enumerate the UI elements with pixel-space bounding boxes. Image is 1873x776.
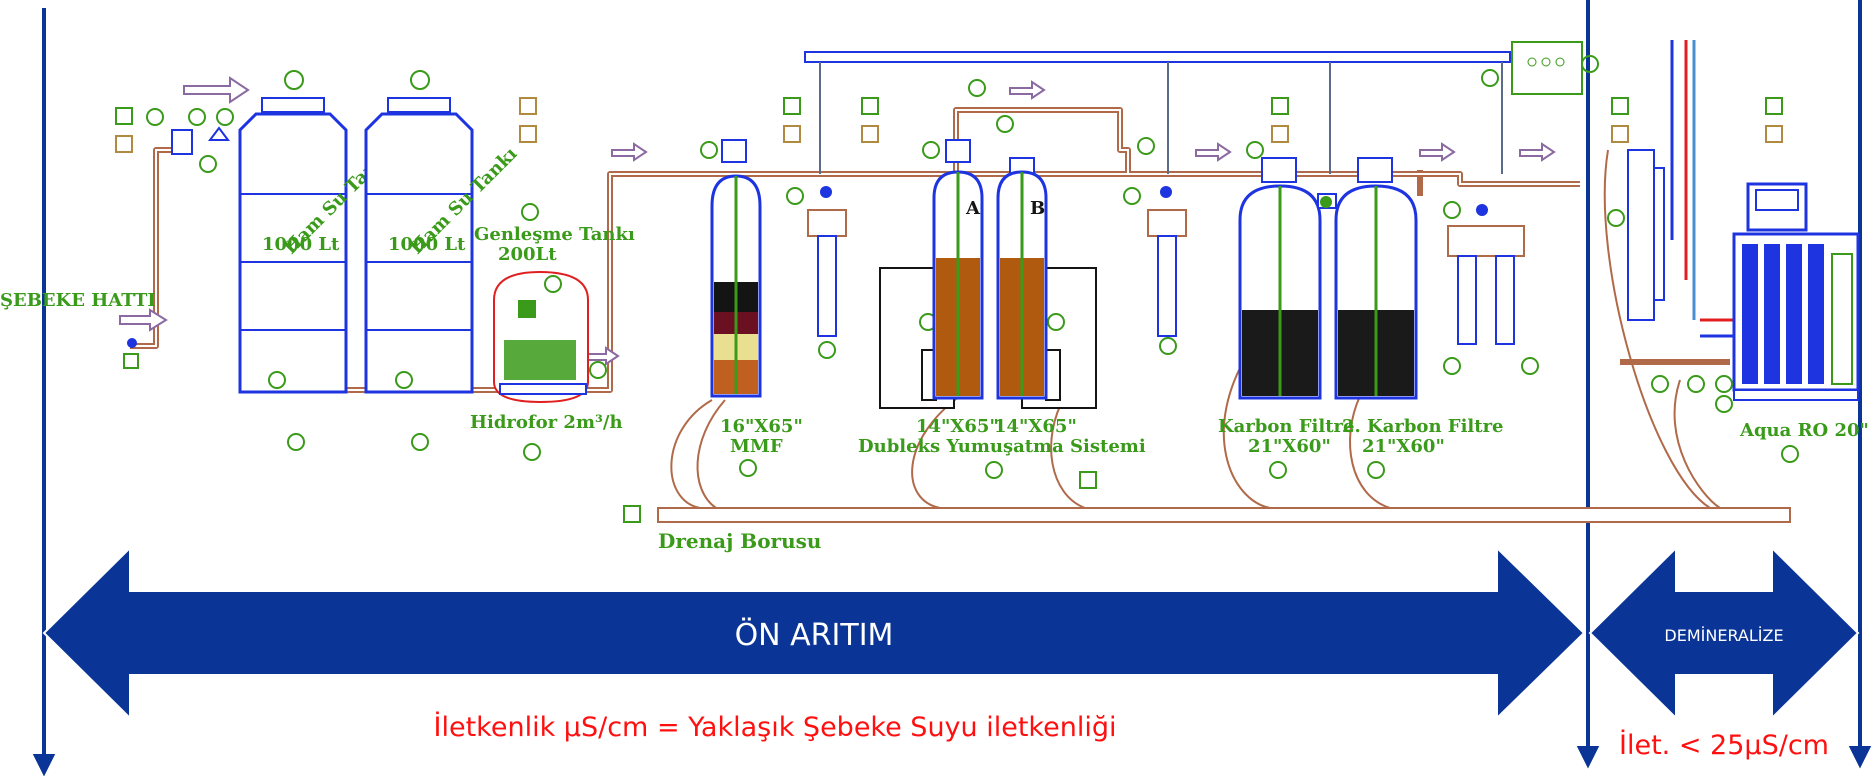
carbon-filter-1: Karbon Filtre 21"X60" — [1218, 97, 1354, 479]
cartridge-filter-1 — [783, 97, 879, 359]
duplex-softener: A B 14"X65" 14"X65" Dubleks Yumuşatma Si… — [858, 79, 1146, 489]
cartridge-filter-2 — [1123, 137, 1187, 355]
ro-unit: Aqua RO 20" — [1607, 40, 1869, 463]
tank-1-volume: 1000 Lt — [262, 234, 340, 255]
carbon-filter-2-label: 2. Karbon Filtre — [1342, 416, 1504, 437]
pretreatment-conductivity-note: İletkenlik µS/cm = Yaklaşık Şebeke Suyu … — [434, 711, 1117, 743]
control-panel — [1481, 41, 1599, 95]
column-a-label: A — [965, 198, 981, 219]
pretreatment-banner: ÖN ARITIM — [42, 545, 1586, 721]
mmf-name-label: MMF — [730, 436, 783, 457]
section-boundaries — [32, 0, 1872, 776]
incoming-line: ŞEBEKE HATTI — [0, 107, 234, 369]
softener-size-b: 14"X65" — [994, 416, 1077, 437]
tank-2-volume: 1000 Lt — [388, 234, 466, 255]
softener-size-a: 14"X65" — [916, 416, 999, 437]
pretreatment-label: ÖN ARITIM — [735, 617, 894, 653]
mmf-filter: 16"X65" MMF — [589, 139, 803, 477]
hydrofor-unit: Genleşme Tankı 200Lt Hidrofor 2m³/h — [470, 97, 635, 461]
expansion-tank-volume: 200Lt — [498, 244, 557, 265]
sebeke-hatti-label: ŞEBEKE HATTI — [0, 290, 156, 311]
hydrofor-label: Hidrofor 2m³/h — [470, 412, 623, 433]
drain-pipe: Drenaj Borusu — [623, 149, 1791, 553]
carbon-filter-1-label: Karbon Filtre — [1218, 416, 1354, 437]
raw-water-tank-1: Ham Su Tankı 1000 Lt — [238, 70, 396, 451]
carbon-filter-2: 2. Karbon Filtre 21"X60" — [1317, 157, 1504, 479]
column-b-label: B — [1030, 198, 1045, 219]
carbon-filter-2-size: 21"X60" — [1362, 436, 1445, 457]
carbon-filter-1-size: 21"X60" — [1248, 436, 1331, 457]
top-header-pipe — [804, 51, 1530, 174]
demineralize-conductivity-note: İlet. < 25µS/cm — [1619, 729, 1829, 761]
cartridge-filter-3 — [1443, 201, 1539, 375]
mmf-size-label: 16"X65" — [720, 416, 803, 437]
drain-pipe-label: Drenaj Borusu — [658, 529, 821, 553]
demineralize-banner: DEMİNERALİZE — [1588, 545, 1860, 721]
demineralize-label: DEMİNERALİZE — [1664, 626, 1783, 645]
expansion-tank-label: Genleşme Tankı — [474, 224, 635, 245]
ro-unit-label: Aqua RO 20" — [1739, 420, 1869, 441]
softener-name: Dubleks Yumuşatma Sistemi — [858, 436, 1146, 457]
